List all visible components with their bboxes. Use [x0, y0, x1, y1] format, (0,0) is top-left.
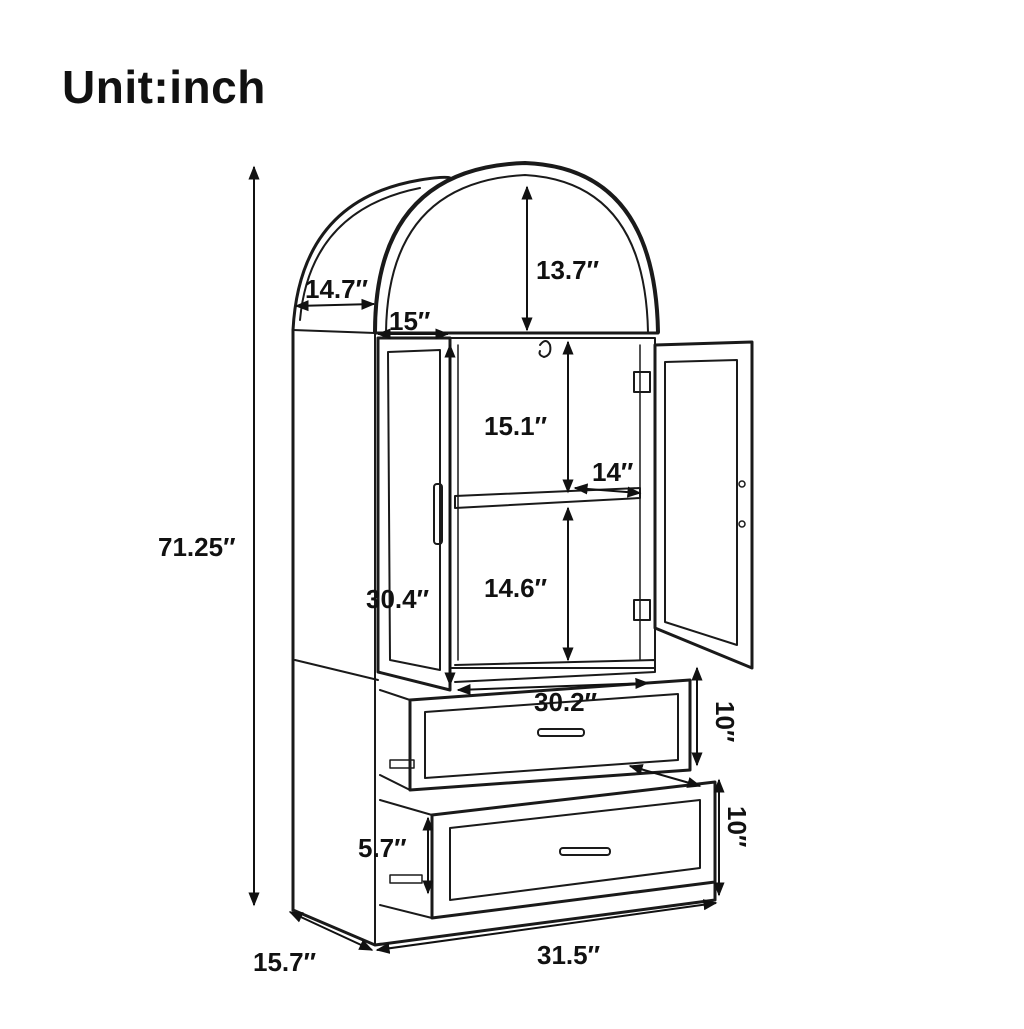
drawer-1-panel	[424, 693, 679, 779]
label-shelf-depth: 14″	[592, 457, 633, 487]
label-upper-shelf-height: 15.1″	[484, 411, 547, 441]
dim-line-arch-width	[294, 298, 376, 312]
label-interior-width: 30.2″	[534, 687, 597, 717]
arch-front-inner	[385, 174, 649, 333]
dim-line-depth	[288, 911, 374, 951]
drawer-2-panel	[449, 799, 701, 901]
hook-icon	[538, 340, 552, 358]
hinge-top-icon	[633, 371, 651, 393]
dim-line-interior-width	[456, 677, 650, 696]
drawer-2-slide	[389, 874, 423, 884]
label-slide-height: 5.7″	[358, 833, 407, 863]
arch-side-outline	[291, 175, 452, 332]
dim-line-width	[375, 899, 718, 954]
dim-line-slide-depth	[628, 764, 702, 788]
unit-title: Unit:inch	[62, 61, 266, 113]
arch-side-inner	[299, 187, 421, 321]
left-door-glass	[387, 349, 441, 671]
dimension-labels: 71.25″ 14.7″ 13.7″ 15″ 15.1″ 14″ 30.4″ 1…	[158, 255, 752, 977]
label-drawer1-height: 10″	[710, 701, 740, 742]
label-total-height: 71.25″	[158, 532, 236, 562]
drawer-1-handle	[537, 728, 585, 737]
label-depth: 15.7″	[253, 947, 316, 977]
label-arch-width: 14.7″	[305, 274, 368, 304]
right-door-glass	[664, 359, 738, 646]
arch-front-outer	[373, 161, 660, 334]
label-lower-shelf-height: 14.6″	[484, 573, 547, 603]
label-width: 31.5″	[537, 940, 600, 970]
drawer-2-handle	[559, 847, 611, 856]
dimension-lines	[248, 165, 725, 954]
label-drawer2-height: 10″	[722, 806, 752, 847]
label-arch-height: 13.7″	[536, 255, 599, 285]
left-door-handle	[433, 483, 443, 545]
label-cabinet-height: 30.4″	[366, 584, 429, 614]
side-divider	[294, 659, 379, 681]
cabinet-floor	[454, 659, 656, 683]
dim-line-shelf-depth	[573, 483, 642, 498]
label-door-width: 15″	[389, 306, 430, 336]
hinge-bottom-icon	[633, 599, 651, 621]
right-door	[653, 340, 754, 670]
drawer-1-slide	[389, 759, 415, 769]
